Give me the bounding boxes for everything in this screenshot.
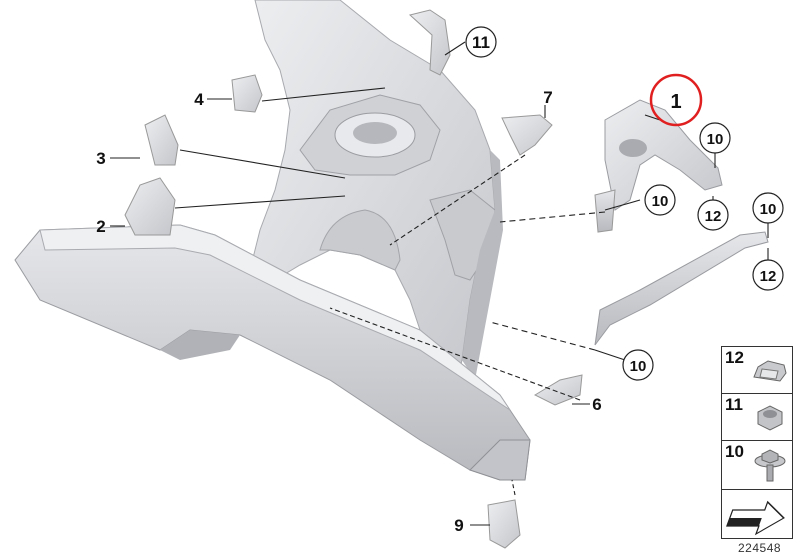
lower-brace [594,231,769,346]
diagram-number: 224548 [738,541,782,555]
callout-3: 3 [96,149,105,168]
svg-text:12: 12 [705,208,722,225]
legend-label: 11 [725,395,743,414]
svg-text:9: 9 [454,516,463,535]
legend-item-11: 11 [721,393,793,441]
side-member [14,224,531,481]
svg-text:7: 7 [543,88,552,107]
callout-10-right: 10 [752,192,784,224]
flange-screw-icon [754,449,786,482]
hex-nut-icon [757,405,783,431]
part-9-bracket [487,499,521,549]
svg-text:10: 10 [707,131,724,148]
callout-12-right: 12 [752,259,784,291]
part-10-plate [594,189,616,233]
leader-lines [110,41,769,526]
callout-11: 11 [465,26,497,58]
part-11-bracket [408,9,451,76]
svg-text:10: 10 [630,358,647,375]
svg-text:10: 10 [652,193,669,210]
callout-10-lower: 10 [622,349,654,381]
highlight-ring [649,73,703,127]
svg-text:6: 6 [592,395,601,414]
svg-text:11: 11 [472,33,490,52]
legend-arrow-cell [721,489,793,539]
part-7-bracket [501,114,553,156]
callout-9: 9 [454,516,463,535]
fastener-legend: 12 11 10 [721,346,793,539]
svg-text:10: 10 [760,201,777,218]
callout-12-upper: 12 [697,199,729,231]
legend-label: 12 [725,348,744,367]
callout-4: 4 [194,90,204,109]
legend-item-12: 12 [721,346,793,394]
spring-nut-icon [753,360,787,382]
part-3-bracket [144,114,179,166]
svg-text:1: 1 [670,91,681,113]
legend-item-10: 10 [721,440,793,490]
svg-text:4: 4 [194,90,204,109]
svg-text:3: 3 [96,149,105,168]
wheelhouse-structure [249,0,503,391]
legend-label: 10 [725,442,744,461]
callout-2: 2 [96,217,105,236]
callout-10-upper: 10 [699,122,731,154]
part-6-bracket [533,374,583,406]
callout-1: 1 [649,73,703,127]
part-4-bracket [231,74,263,113]
callout-10-middle: 10 [644,184,676,216]
part-2-bracket [124,177,176,236]
callout-6: 6 [592,395,601,414]
svg-text:2: 2 [96,217,105,236]
part-1-bracket [604,99,723,211]
callout-7: 7 [543,88,552,107]
svg-text:12: 12 [760,268,777,285]
direction-arrow-icon [726,500,785,536]
